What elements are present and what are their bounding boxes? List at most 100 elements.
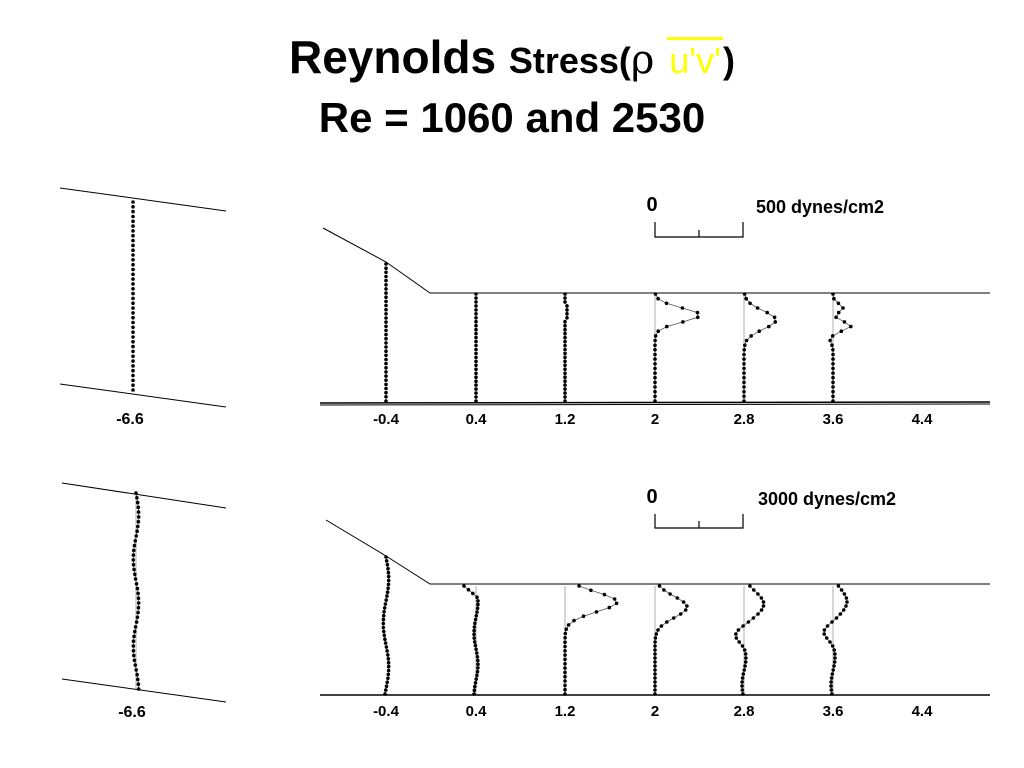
profile-point (384, 274, 388, 279)
profile-point (131, 258, 135, 262)
profile-station-2 (653, 292, 700, 403)
profile-point (474, 316, 478, 320)
profile-curve (564, 585, 618, 694)
profile-point (384, 278, 388, 283)
profile-point (472, 636, 477, 640)
profile-point (384, 366, 388, 370)
profile-point (773, 320, 778, 324)
profile-point (474, 614, 479, 618)
profile-point (680, 306, 685, 310)
profile-point (653, 676, 657, 680)
profile-curve (654, 585, 688, 694)
profile-point (572, 618, 576, 623)
profile-station-3.6 (822, 584, 849, 696)
profile-point (381, 613, 386, 618)
profile-point (563, 687, 567, 692)
profile-point (828, 338, 832, 343)
profile-point (653, 352, 657, 357)
profile-point (831, 352, 835, 357)
profile-point (665, 620, 669, 624)
profile-point (831, 371, 835, 375)
profile-point (825, 624, 830, 628)
profile-point (131, 209, 135, 214)
profile-point (384, 390, 388, 395)
profile-point (134, 620, 139, 624)
station-label: 3.6 (823, 411, 844, 428)
profile-point (757, 329, 761, 334)
station-label: 2.8 (734, 703, 755, 720)
title-rho-symbol: ρ (630, 37, 655, 83)
profile-point (831, 348, 835, 352)
profile-point (831, 399, 835, 403)
profile-point (746, 620, 751, 624)
profile-point (741, 624, 745, 628)
profile-point (384, 559, 389, 563)
profile-point (565, 304, 569, 308)
channel-top-wall (325, 519, 990, 585)
profile-point (752, 588, 756, 592)
profile-point (136, 596, 141, 600)
profile-curve (743, 293, 776, 401)
profile-point (134, 582, 139, 586)
profile-point (839, 329, 844, 334)
profile-point (656, 329, 660, 334)
profile-point (475, 606, 480, 611)
profile-point (131, 553, 136, 557)
profile-point (131, 205, 135, 209)
profile-point (566, 623, 571, 627)
title-main: Reynolds (289, 31, 497, 83)
profile-point (563, 319, 567, 324)
profile-point (834, 616, 839, 620)
profile-point (563, 300, 567, 304)
profile-point (135, 615, 140, 620)
profile-point (131, 287, 135, 291)
profile-point (136, 505, 141, 510)
profile-point (131, 349, 135, 354)
left-bottom-wall (59, 383, 227, 408)
profile-point (831, 362, 835, 366)
scale-value-label: 3000 dynes/cm2 (758, 489, 896, 509)
profile-point (589, 588, 593, 593)
profile-point (384, 303, 388, 308)
profile-point (384, 361, 388, 366)
profile-point (653, 389, 657, 394)
profile-point (831, 375, 835, 380)
profile-point (671, 616, 676, 620)
profile-point (743, 664, 747, 668)
profile-point (384, 399, 388, 403)
profile-point (474, 363, 478, 368)
title-uv-term: u'v' (667, 37, 723, 81)
profile-point (653, 660, 657, 664)
profile-point (742, 366, 746, 371)
profile-point (653, 343, 657, 348)
profile-point (385, 563, 390, 567)
profile-point (131, 233, 135, 238)
profile-point (832, 664, 836, 668)
station-label: 4.4 (912, 703, 934, 720)
profile-point (842, 320, 847, 324)
profile-point (475, 655, 480, 659)
profile-point (384, 378, 388, 383)
profile-point (384, 349, 388, 354)
profile-point (136, 610, 140, 615)
station-label: 4.4 (912, 411, 934, 428)
profile-point (653, 680, 657, 684)
profile-point (749, 334, 753, 338)
profile-point (136, 524, 140, 529)
profile-point (382, 610, 386, 614)
profile-point (384, 370, 388, 374)
profile-point (384, 316, 388, 320)
profile-point (675, 596, 680, 600)
profile-point (563, 674, 567, 679)
profile-point (741, 692, 745, 696)
profile-point (653, 692, 657, 696)
left-top-wall (61, 482, 227, 509)
profile-point (653, 664, 657, 668)
profile-point (740, 684, 744, 688)
profile-point (656, 296, 660, 301)
profile-point (831, 292, 835, 296)
scale-bar-top: 0 500 dynes/cm2 (646, 194, 884, 238)
profile-point (134, 668, 138, 672)
profile-point (662, 588, 666, 592)
